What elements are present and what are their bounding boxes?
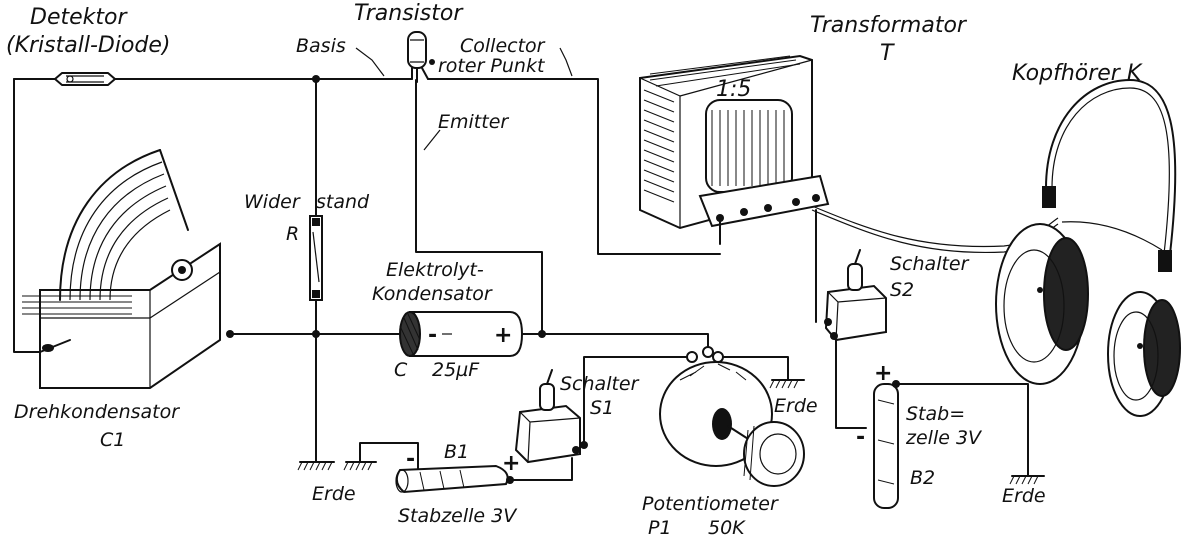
label-schalter-s1: Schalter [560,373,640,395]
battery-B1 [395,464,514,494]
crystal-diode [54,72,116,86]
label-elektrolyt-1: Elektrolyt- [386,259,484,281]
electrolytic-capacitor [399,311,524,357]
label-potentiometer: Potentiometer [642,493,779,515]
headphones [995,79,1181,417]
label-widerstand-1: Wider [244,191,301,213]
switch-S2 [824,249,887,342]
label-roter-punkt: roter Punkt [438,55,546,77]
label-stab-1: Stab= [906,403,965,425]
label-cap-minus: - [428,323,437,348]
label-b1-symbol: B1 [444,441,469,463]
label-emitter: Emitter [438,111,509,133]
label-leaders [355,47,573,151]
label-detektor: Detektor [30,5,128,30]
label-b2-minus: - [856,425,865,450]
label-s1-symbol: S1 [590,397,614,419]
label-b2-plus: + [874,361,892,386]
junction-dots [226,59,546,338]
label-stabzelle-1: Stabzelle 3V [398,505,518,527]
transformer [639,54,830,245]
ground-symbols [297,379,1045,485]
label-widerstand-symbol: R [286,223,299,245]
label-erde-1: Erde [312,483,356,505]
label-b1-plus: + [502,451,520,476]
potentiometer [659,346,805,487]
labels: Detektor (Kristall-Diode) Transistor Bas… [6,1,1143,539]
label-b1-minus: - [406,447,415,472]
battery-B2 [873,380,900,509]
wires [13,78,1163,481]
label-erde-2: Erde [774,395,818,417]
label-basis: Basis [296,35,346,57]
label-cap-plus: + [494,323,512,348]
label-widerstand-2: stand [316,191,370,213]
switch-S1 [514,369,588,464]
label-drehkondensator-symbol: C1 [100,429,125,451]
transistor [407,31,429,83]
label-b2-symbol: B2 [910,467,935,489]
label-ratio: 1:5 [716,77,751,102]
label-transformator-symbol: T [880,41,895,66]
label-stab-2: zelle 3V [905,427,983,449]
label-potentiometer-symbol: P1 [648,517,672,539]
label-kristall-diode: (Kristall-Diode) [6,33,171,58]
label-erde-3: Erde [1002,485,1046,507]
resistor-R [309,215,323,301]
variable-capacitor [22,149,221,389]
label-s2-symbol: S2 [890,279,914,301]
label-kopfhoerer: Kopfhörer K [1012,61,1143,86]
label-drehkondensator: Drehkondensator [14,401,180,423]
label-elektrolyt-2: Kondensator [372,283,493,305]
label-transformator: Transformator [810,13,968,38]
label-transistor: Transistor [354,1,464,26]
label-collector: Collector [460,35,546,57]
label-cap-value: 25µF [432,359,480,381]
label-cap-symbol: C [394,359,408,381]
label-schalter-s2: Schalter [890,253,970,275]
label-potentiometer-value: 50K [708,517,746,539]
